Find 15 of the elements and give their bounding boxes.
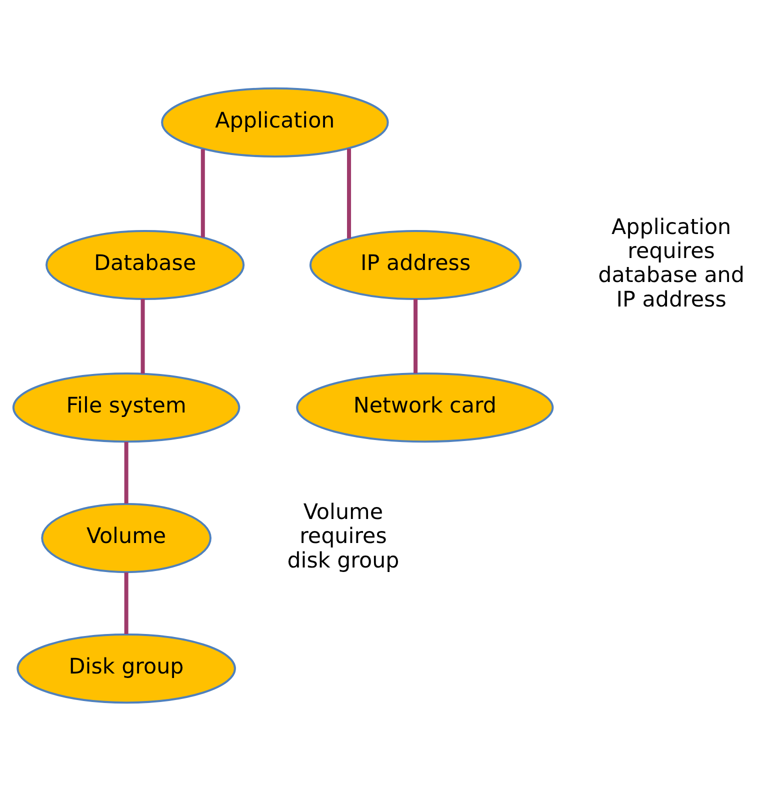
connector [140,299,145,374]
node-ellipse: IP address [309,230,522,300]
node-ellipse: Application [161,87,389,158]
connector [414,299,418,374]
node-ellipse: Network card [296,372,554,443]
label: Volume requires disk group [287,500,400,574]
node-ellipse: Volume [41,503,212,574]
label: Application requires database and IP address [598,214,744,312]
node-ellipse: File system [12,372,240,443]
node-ellipse: Disk group [16,634,236,704]
connector [124,442,128,504]
node-ellipse: Database [46,230,245,300]
connector [200,149,205,238]
connector [124,572,128,634]
connector [347,148,352,239]
